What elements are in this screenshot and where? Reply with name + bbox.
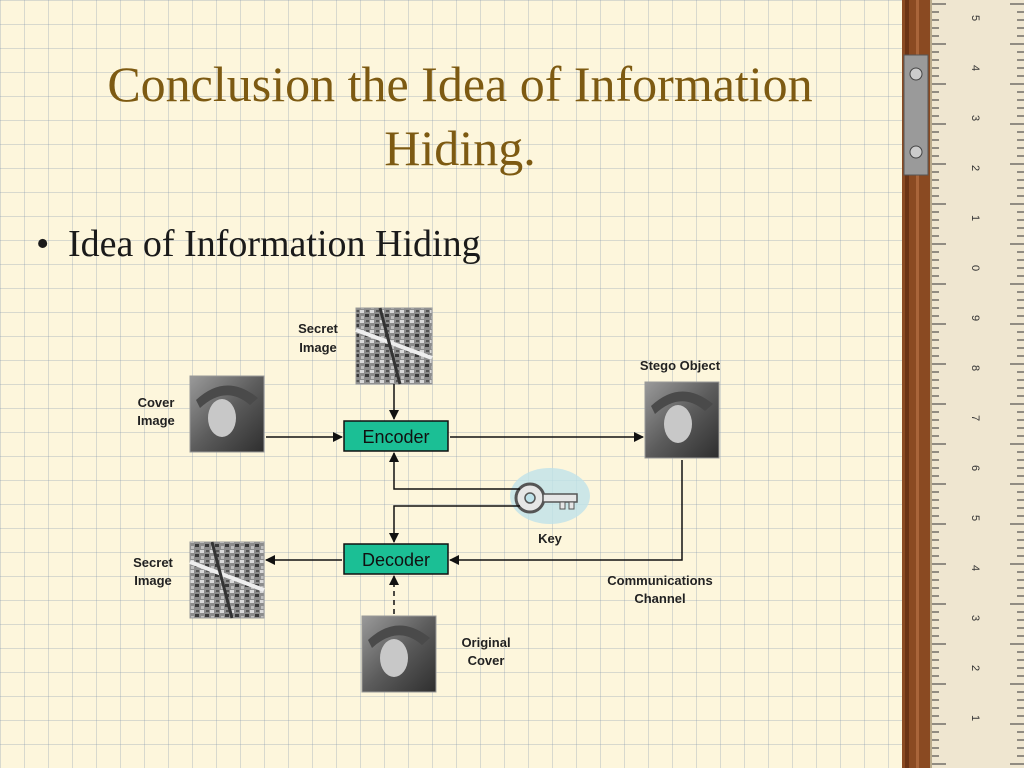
secret-image-input bbox=[355, 307, 433, 385]
ruler-hinge bbox=[903, 54, 929, 176]
key-label: Key bbox=[538, 531, 563, 546]
ruler-number: 1 bbox=[969, 715, 981, 721]
ruler-ticks bbox=[932, 3, 1024, 765]
secret-image-top-label-2: Image bbox=[299, 340, 337, 355]
bullet-item: • Idea of Information Hiding bbox=[36, 222, 481, 266]
secret-image-top-label-1: Secret bbox=[298, 321, 338, 336]
secret-image-output-label-1: Secret bbox=[133, 555, 173, 570]
cover-image-label-1: Cover bbox=[138, 395, 175, 410]
arrow-key-to-encoder bbox=[389, 452, 520, 490]
arrow-key-to-decoder bbox=[389, 505, 520, 543]
ruler-number: 2 bbox=[969, 165, 981, 171]
cover-image-label-2: Image bbox=[137, 413, 175, 428]
stego-object-label: Stego Object bbox=[640, 358, 721, 373]
ruler-number: 7 bbox=[969, 415, 981, 421]
encoder-label: Encoder bbox=[362, 427, 429, 447]
original-cover-label-2: Cover bbox=[468, 653, 505, 668]
slide-title: Conclusion the Idea of Information Hidin… bbox=[107, 56, 813, 176]
ruler-number: 5 bbox=[969, 515, 981, 521]
screw-icon bbox=[909, 67, 923, 81]
key-icon bbox=[510, 468, 590, 524]
decoder-label: Decoder bbox=[362, 550, 430, 570]
ruler-number: 8 bbox=[969, 365, 981, 371]
original-cover-label-1: Original bbox=[461, 635, 510, 650]
ruler-number: 4 bbox=[969, 565, 981, 571]
ruler-number: 4 bbox=[969, 65, 981, 71]
ruler-number: 6 bbox=[969, 465, 981, 471]
original-cover-image bbox=[361, 615, 437, 693]
decoder-box bbox=[343, 543, 449, 575]
ruler-number: 2 bbox=[969, 665, 981, 671]
arrow-channel-to-decoder bbox=[449, 460, 683, 565]
stego-object-image bbox=[644, 381, 720, 459]
ruler-number: 3 bbox=[969, 115, 981, 121]
bullet-dot: • bbox=[36, 223, 50, 265]
channel-label-1: Communications bbox=[607, 573, 712, 588]
cover-image bbox=[189, 375, 265, 453]
ruler-number: 9 bbox=[969, 315, 981, 321]
ruler-number: 3 bbox=[969, 615, 981, 621]
connectors bbox=[265, 384, 683, 614]
bullet-text: Idea of Information Hiding bbox=[68, 223, 481, 265]
screw-icon bbox=[909, 145, 923, 159]
channel-label-2: Channel bbox=[634, 591, 685, 606]
encoder-box bbox=[343, 420, 449, 452]
secret-image-output bbox=[189, 541, 265, 619]
ruler-number: 0 bbox=[969, 265, 981, 271]
ruler-number: 5 bbox=[969, 15, 981, 21]
ruler-number: 1 bbox=[969, 215, 981, 221]
secret-image-output-label-2: Image bbox=[134, 573, 172, 588]
